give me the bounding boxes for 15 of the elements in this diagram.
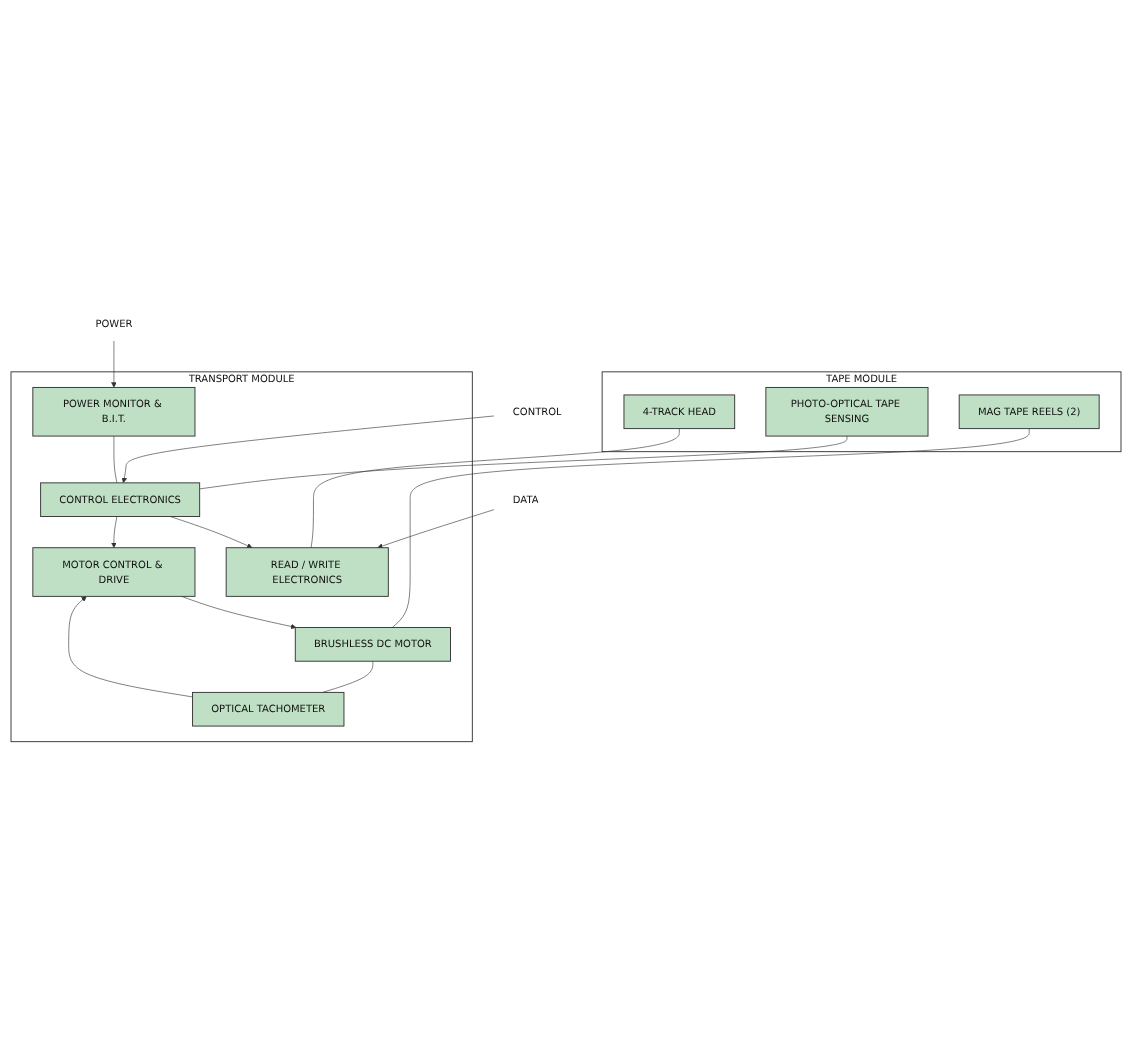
- cluster: [10, 371, 473, 742]
- node-box: [958, 394, 1100, 429]
- connector: [199, 435, 848, 489]
- node-box: [294, 626, 451, 662]
- node-box: [192, 691, 345, 727]
- cluster: [601, 371, 1122, 452]
- node-box: [765, 386, 929, 437]
- connector: [322, 660, 374, 693]
- node-box: [32, 546, 196, 597]
- node-box: [40, 482, 201, 517]
- node-box: [225, 546, 389, 597]
- node-box: [32, 386, 196, 437]
- connector: [391, 427, 1030, 628]
- connector: [113, 435, 118, 483]
- node-box: [623, 394, 736, 429]
